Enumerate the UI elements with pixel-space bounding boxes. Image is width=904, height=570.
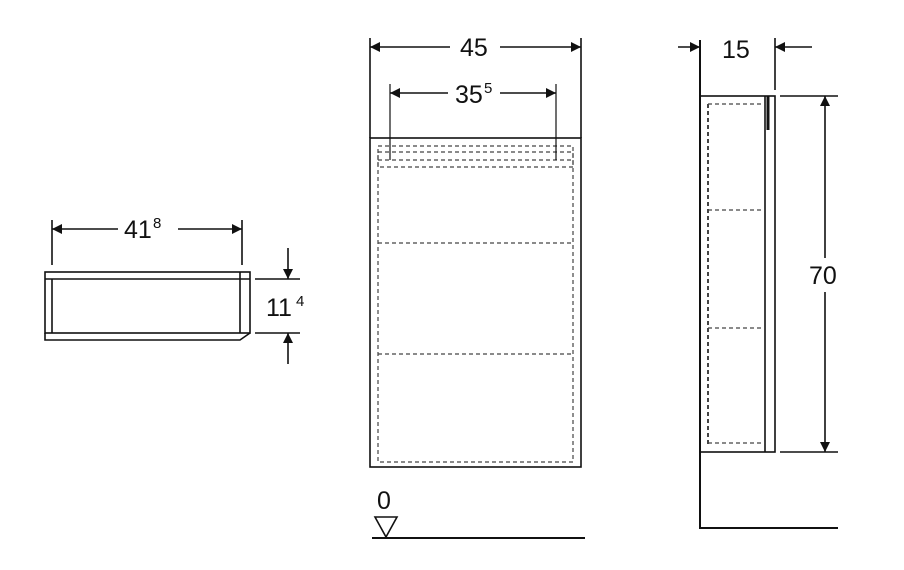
depth-label: 15 xyxy=(722,36,750,64)
width-dimension-label: 41 xyxy=(124,216,152,244)
height-dimension-superscript: 4 xyxy=(296,293,304,310)
level-triangle-icon xyxy=(373,516,399,539)
width-dimension-superscript: 8 xyxy=(153,215,161,232)
height-label: 70 xyxy=(809,262,837,290)
small-shelf-view: 41 8 11 4 xyxy=(44,215,304,364)
cabinet-side-view: 15 70 xyxy=(678,36,838,529)
cabinet-front-view: 45 35 5 0 xyxy=(369,34,585,539)
inner-width-superscript: 5 xyxy=(484,80,492,97)
inner-width-label: 35 xyxy=(455,81,483,109)
floor-level-label: 0 xyxy=(377,487,391,515)
height-dimension-label: 11 xyxy=(266,294,292,322)
outer-width-label: 45 xyxy=(460,34,488,62)
